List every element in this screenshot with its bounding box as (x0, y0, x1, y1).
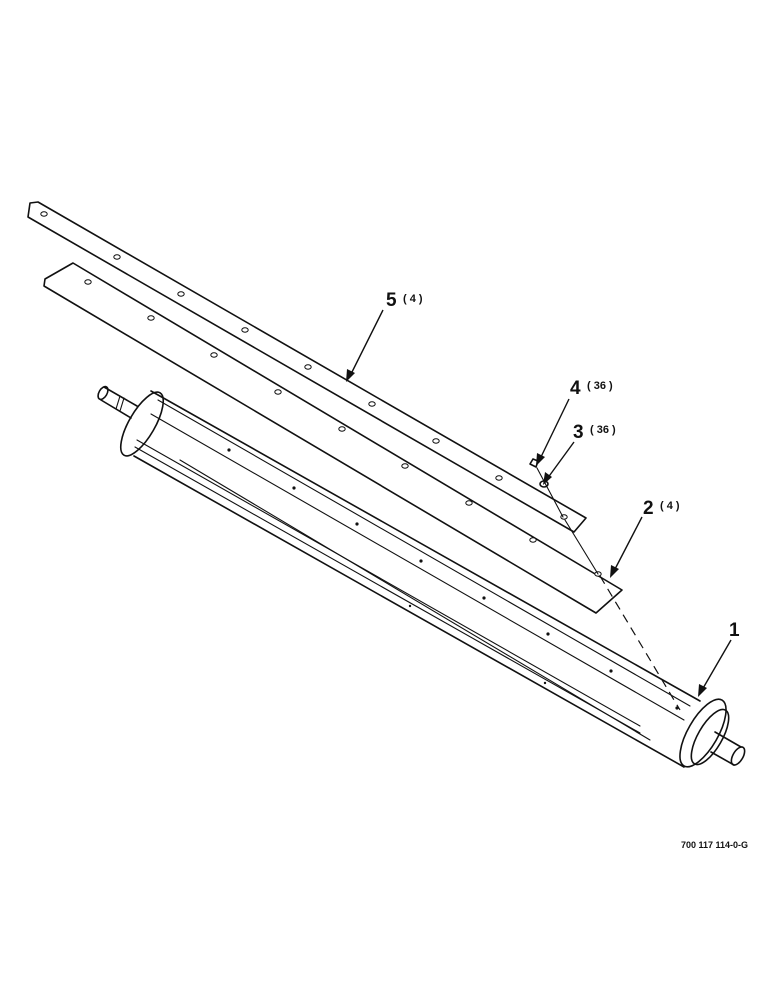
leader-3 (543, 441, 575, 485)
strip-lower-hole (84, 279, 92, 285)
roller-hole (482, 596, 486, 600)
roller-hole (543, 681, 547, 685)
alignment-dashed-line (599, 575, 681, 711)
strip-lower-hole (210, 352, 218, 358)
strip-lower-hole (529, 537, 537, 543)
roller-hole (355, 522, 359, 526)
roller-hole (227, 448, 231, 452)
leader-1 (698, 639, 732, 697)
callout-2-number: 2 (643, 498, 654, 519)
roller-hole (292, 486, 296, 490)
roller-hole (609, 669, 613, 673)
strip-upper-hole (177, 291, 185, 297)
leader-2 (610, 516, 643, 578)
callout-4-quantity: ( 36 ) (587, 380, 613, 392)
strip-upper-hole (304, 364, 312, 370)
strip-upper-hole (432, 438, 440, 444)
roller-hole (419, 559, 423, 563)
roller (97, 385, 746, 768)
roller-hole (546, 632, 550, 636)
callout-2-quantity: ( 4 ) (660, 500, 680, 512)
strip-upper-hole (40, 211, 48, 217)
strip-upper-hole (495, 475, 503, 481)
strip-upper-hole (113, 254, 121, 260)
strip-lower-hole (465, 500, 473, 506)
roller-hole (408, 604, 412, 608)
drawing-number: 700 117 114-0-G (681, 840, 748, 850)
strip-lower-hole (274, 389, 282, 395)
strip-lower-hole (338, 426, 346, 432)
callout-1-number: 1 (729, 620, 740, 641)
strip-upper-hole (368, 401, 376, 407)
callout-3-quantity: ( 36 ) (590, 424, 616, 436)
strip-lower-hole (147, 315, 155, 321)
strip-upper (27, 201, 587, 533)
callout-3-number: 3 (573, 422, 584, 443)
strip-lower (43, 262, 623, 614)
callout-4-number: 4 (570, 378, 581, 399)
callout-5-number: 5 (386, 290, 397, 311)
leader-4 (536, 398, 570, 466)
strip-upper-hole (241, 327, 249, 333)
leader-5 (346, 309, 384, 382)
strip-lower-hole (401, 463, 409, 469)
callout-5-quantity: ( 4 ) (403, 293, 423, 305)
